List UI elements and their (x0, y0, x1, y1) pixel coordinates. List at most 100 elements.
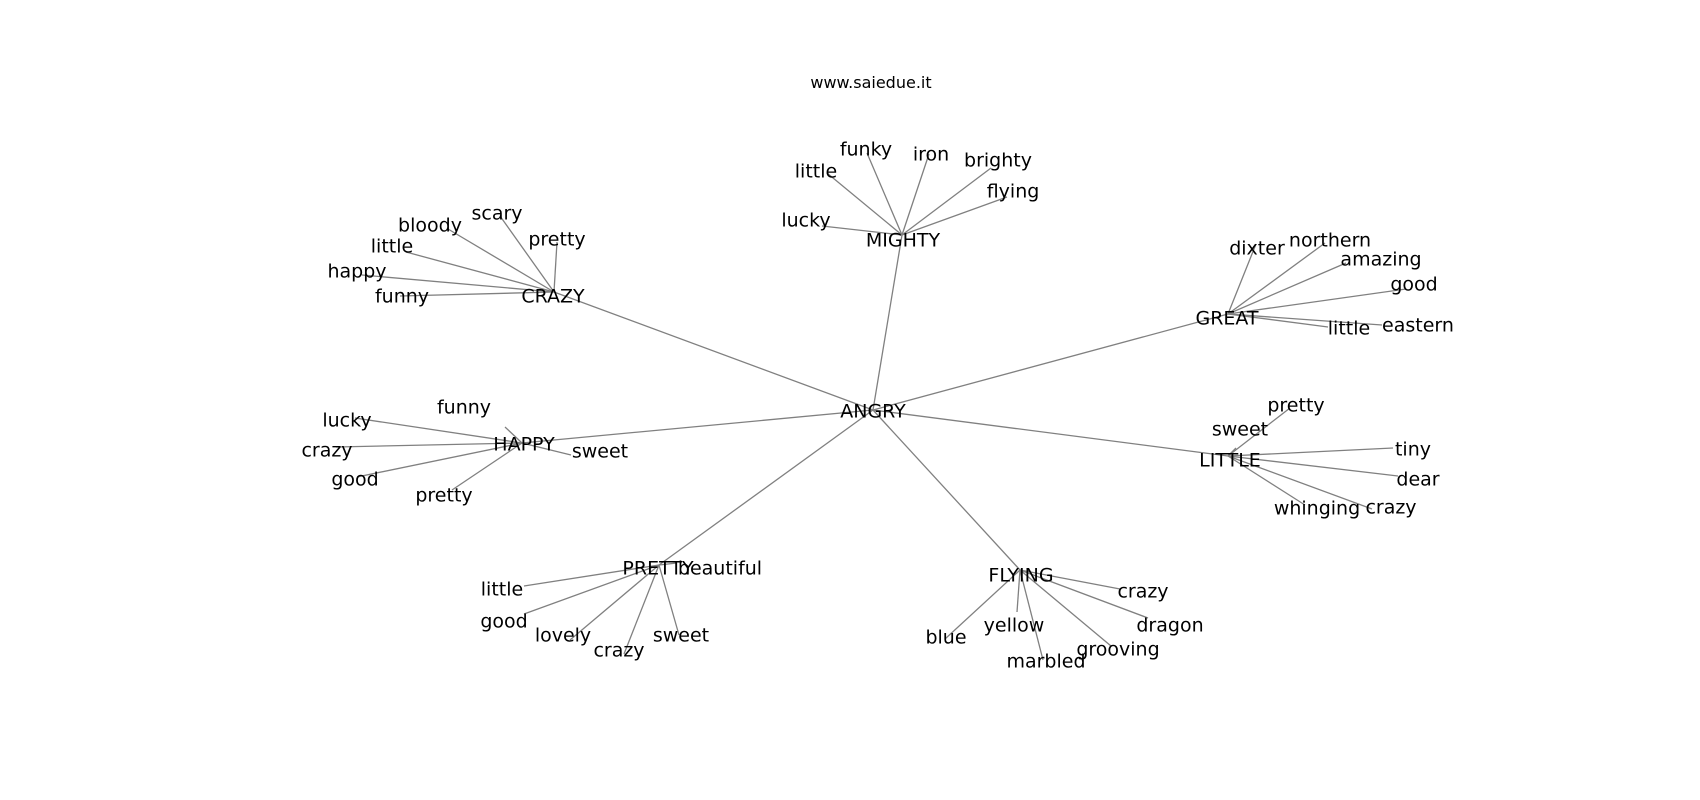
leaf-node-little-pretty: pretty (1267, 395, 1324, 417)
edge-angry-flying (872, 409, 1021, 571)
edge-flying-crazy (1019, 569, 1121, 590)
edge-pretty-lovely (569, 564, 660, 641)
edge-crazy-happy (361, 274, 555, 293)
edge-crazy-bloody (447, 228, 555, 293)
edge-angry-great (872, 313, 1229, 411)
edge-great-little (1227, 313, 1329, 328)
edge-little-tiny (1227, 447, 1394, 457)
edge-mighty-brighty (901, 167, 992, 236)
edge-flying-dragon (1019, 569, 1149, 619)
edge-happy-sweet (521, 442, 572, 456)
edge-great-amazing (1227, 262, 1347, 315)
hub-node-little: LITTLE (1199, 450, 1261, 472)
leaf-node-crazy-happy: happy (327, 261, 386, 283)
edge-angry-crazy (553, 291, 874, 411)
hub-node-happy: HAPPY (493, 434, 555, 456)
edge-mighty-iron (901, 153, 930, 236)
edges (335, 152, 1407, 661)
leaf-node-pretty-little: little (481, 579, 523, 601)
edge-little-whinging (1227, 455, 1306, 506)
leaf-node-little-crazy: crazy (1365, 497, 1416, 519)
edge-great-good (1227, 288, 1407, 315)
edge-angry-pretty (658, 409, 874, 566)
leaf-node-crazy-bloody: bloody (398, 215, 462, 237)
edge-pretty-little (523, 564, 660, 587)
edge-mighty-flying (901, 196, 1008, 236)
edge-mighty-lucky (821, 225, 903, 236)
edge-happy-good (356, 442, 523, 478)
leaf-node-little-whinging: whinging (1274, 498, 1360, 520)
hub-node-mighty: MIGHTY (866, 230, 941, 252)
edge-flying-yellow (1016, 569, 1021, 613)
leaf-node-flying-yellow: yellow (984, 615, 1045, 637)
leaf-node-mighty-little: little (795, 161, 837, 183)
hub-node-great: GREAT (1195, 308, 1258, 330)
leaf-node-crazy-little: little (371, 236, 413, 258)
leaf-node-flying-marbled: marbled (1006, 651, 1085, 673)
leaf-node-happy-funny: funny (437, 397, 491, 419)
leaf-node-great-good: good (1390, 274, 1437, 296)
edge-little-pretty (1227, 407, 1291, 457)
hub-node-crazy: CRAZY (521, 286, 585, 308)
edge-angry-happy (521, 409, 874, 444)
leaf-node-great-dixter: dixter (1229, 238, 1285, 260)
edge-angry-little (872, 409, 1229, 457)
edge-great-northern (1227, 242, 1326, 315)
leaf-node-great-northern: northern (1289, 230, 1371, 252)
leaf-node-little-sweet: sweet (1212, 419, 1268, 441)
edge-crazy-funny (399, 291, 555, 297)
leaf-node-flying-blue: blue (925, 627, 966, 649)
leaf-node-mighty-lucky: lucky (781, 210, 830, 232)
leaf-node-pretty-beautiful: beautiful (678, 558, 762, 580)
edge-crazy-pretty (553, 241, 558, 293)
hub-node-pretty: PRETTY (622, 558, 694, 580)
node-labels: ANGRY MIGHTY funky iron little brighty flying l… (301, 139, 1454, 673)
edge-great-eastern (1227, 313, 1383, 326)
root-node-angry: ANGRY (840, 401, 906, 423)
edge-flying-blue (944, 569, 1021, 640)
leaf-node-great-little: little (1328, 318, 1370, 340)
edge-pretty-sweet (658, 564, 680, 636)
edge-pretty-beautiful (658, 562, 678, 566)
leaf-node-crazy-pretty: pretty (528, 229, 585, 251)
leaf-node-mighty-iron: iron (913, 144, 949, 166)
site-title: www.saiedue.it (810, 73, 931, 92)
leaf-node-crazy-scary: scary (471, 203, 522, 225)
edge-flying-grooving (1019, 569, 1112, 647)
edge-little-sweet (1227, 447, 1237, 457)
leaf-node-happy-pretty: pretty (415, 485, 472, 507)
leaf-node-pretty-good: good (480, 611, 527, 633)
edge-angry-mighty (872, 234, 903, 411)
edge-happy-funny (504, 426, 523, 444)
leaf-node-happy-lucky: lucky (322, 410, 371, 432)
hub-node-flying: FLYING (988, 565, 1053, 587)
leaf-node-little-dear: dear (1396, 469, 1439, 491)
leaf-node-pretty-crazy: crazy (593, 640, 644, 662)
leaf-node-flying-crazy: crazy (1117, 581, 1168, 603)
leaf-node-happy-good: good (331, 469, 378, 491)
leaf-node-great-eastern: eastern (1382, 315, 1454, 337)
leaf-node-mighty-flying: flying (987, 181, 1040, 203)
leaf-node-pretty-sweet: sweet (653, 625, 709, 647)
edge-crazy-little (405, 251, 555, 293)
leaf-node-pretty-lovely: lovely (535, 625, 591, 647)
leaf-node-little-tiny: tiny (1395, 439, 1431, 461)
leaf-node-flying-grooving: grooving (1076, 639, 1159, 661)
edge-happy-crazy (335, 442, 523, 448)
edge-mighty-little (826, 172, 903, 236)
edge-little-crazy (1227, 455, 1373, 510)
leaf-node-flying-dragon: dragon (1136, 615, 1203, 637)
leaf-node-mighty-funky: funky (840, 139, 892, 161)
leaf-node-happy-crazy: crazy (301, 440, 352, 462)
edge-happy-lucky (354, 417, 523, 444)
leaf-node-happy-sweet: sweet (572, 441, 628, 463)
edge-happy-pretty (451, 442, 523, 491)
edge-pretty-crazy (623, 564, 660, 655)
edge-great-dixter (1227, 243, 1257, 315)
leaf-node-crazy-funny: funny (375, 286, 429, 308)
edge-crazy-scary (499, 215, 555, 293)
edge-pretty-good (523, 564, 660, 615)
edge-flying-marbled (1019, 569, 1044, 661)
leaf-node-mighty-brighty: brighty (964, 150, 1032, 172)
